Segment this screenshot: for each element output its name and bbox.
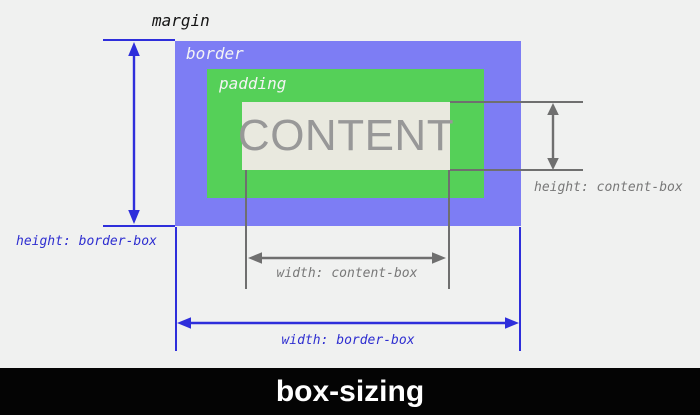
content-box: CONTENT: [238, 102, 454, 170]
margin-label: margin: [152, 11, 210, 30]
height-border-box-label: height: border-box: [16, 234, 157, 249]
border-box-right-extent-line: [519, 227, 521, 351]
width-content-box-label: width: content-box: [276, 266, 418, 281]
border-label: border: [186, 44, 244, 63]
height-content-box-label: height: content-box: [534, 180, 683, 195]
border-box-left-extent-line: [175, 227, 177, 351]
width-content-box-arrow-icon: [247, 250, 447, 266]
height-border-box-arrow-icon: [126, 41, 142, 225]
content-box-left-guide-line: [245, 170, 247, 289]
border-box-top-extent-line: [103, 39, 175, 41]
padding-label: padding: [219, 74, 287, 93]
width-border-box-label: width: border-box: [281, 333, 415, 348]
border-box-bottom-extent-line: [103, 225, 175, 227]
height-content-box-arrow-icon: [545, 102, 561, 171]
content-box-bottom-guide-line: [450, 169, 583, 171]
page-title: box-sizing: [275, 374, 425, 408]
footer-title-bar: box-sizing: [0, 368, 700, 415]
width-border-box-arrow-icon: [176, 315, 520, 331]
content-box-right-guide-line: [448, 170, 450, 289]
content-box-top-guide-line: [450, 101, 583, 103]
content-label: CONTENT: [237, 111, 455, 160]
